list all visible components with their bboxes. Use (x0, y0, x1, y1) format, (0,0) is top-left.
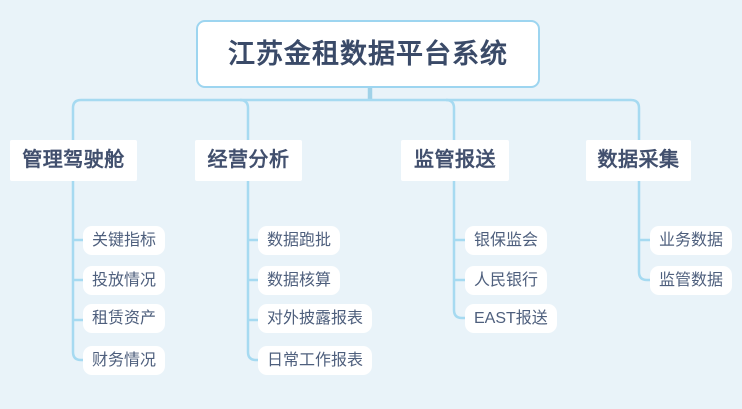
child-node[interactable]: 投放情况 (83, 266, 166, 295)
child-node[interactable]: 业务数据 (650, 226, 733, 255)
child-node[interactable]: 日常工作报表 (258, 346, 373, 375)
child-node[interactable]: 财务情况 (83, 346, 166, 375)
child-node[interactable]: 对外披露报表 (258, 304, 373, 333)
child-node[interactable]: 数据跑批 (258, 226, 341, 255)
branch-3-connector (445, 98, 466, 320)
child-node[interactable]: 人民银行 (465, 266, 548, 295)
branch-node-data-collection[interactable]: 数据采集 (586, 140, 691, 181)
child-node[interactable]: 数据核算 (258, 266, 341, 295)
branch-node-management-cockpit[interactable]: 管理驾驶舱 (10, 140, 137, 181)
child-node[interactable]: 关键指标 (83, 226, 166, 255)
branch-node-business-analysis[interactable]: 经营分析 (195, 140, 302, 181)
branch-node-regulatory-reporting[interactable]: 监管报送 (401, 140, 509, 181)
child-node[interactable]: EAST报送 (465, 304, 557, 333)
branch-1-connector (71, 98, 84, 362)
root-node[interactable]: 江苏金租数据平台系统 (196, 20, 540, 88)
child-node[interactable]: 租赁资产 (83, 304, 166, 333)
branch-2-connector (239, 98, 259, 362)
child-node[interactable]: 银保监会 (465, 226, 548, 255)
child-node[interactable]: 监管数据 (650, 266, 733, 295)
branch-4-connector (630, 98, 651, 282)
